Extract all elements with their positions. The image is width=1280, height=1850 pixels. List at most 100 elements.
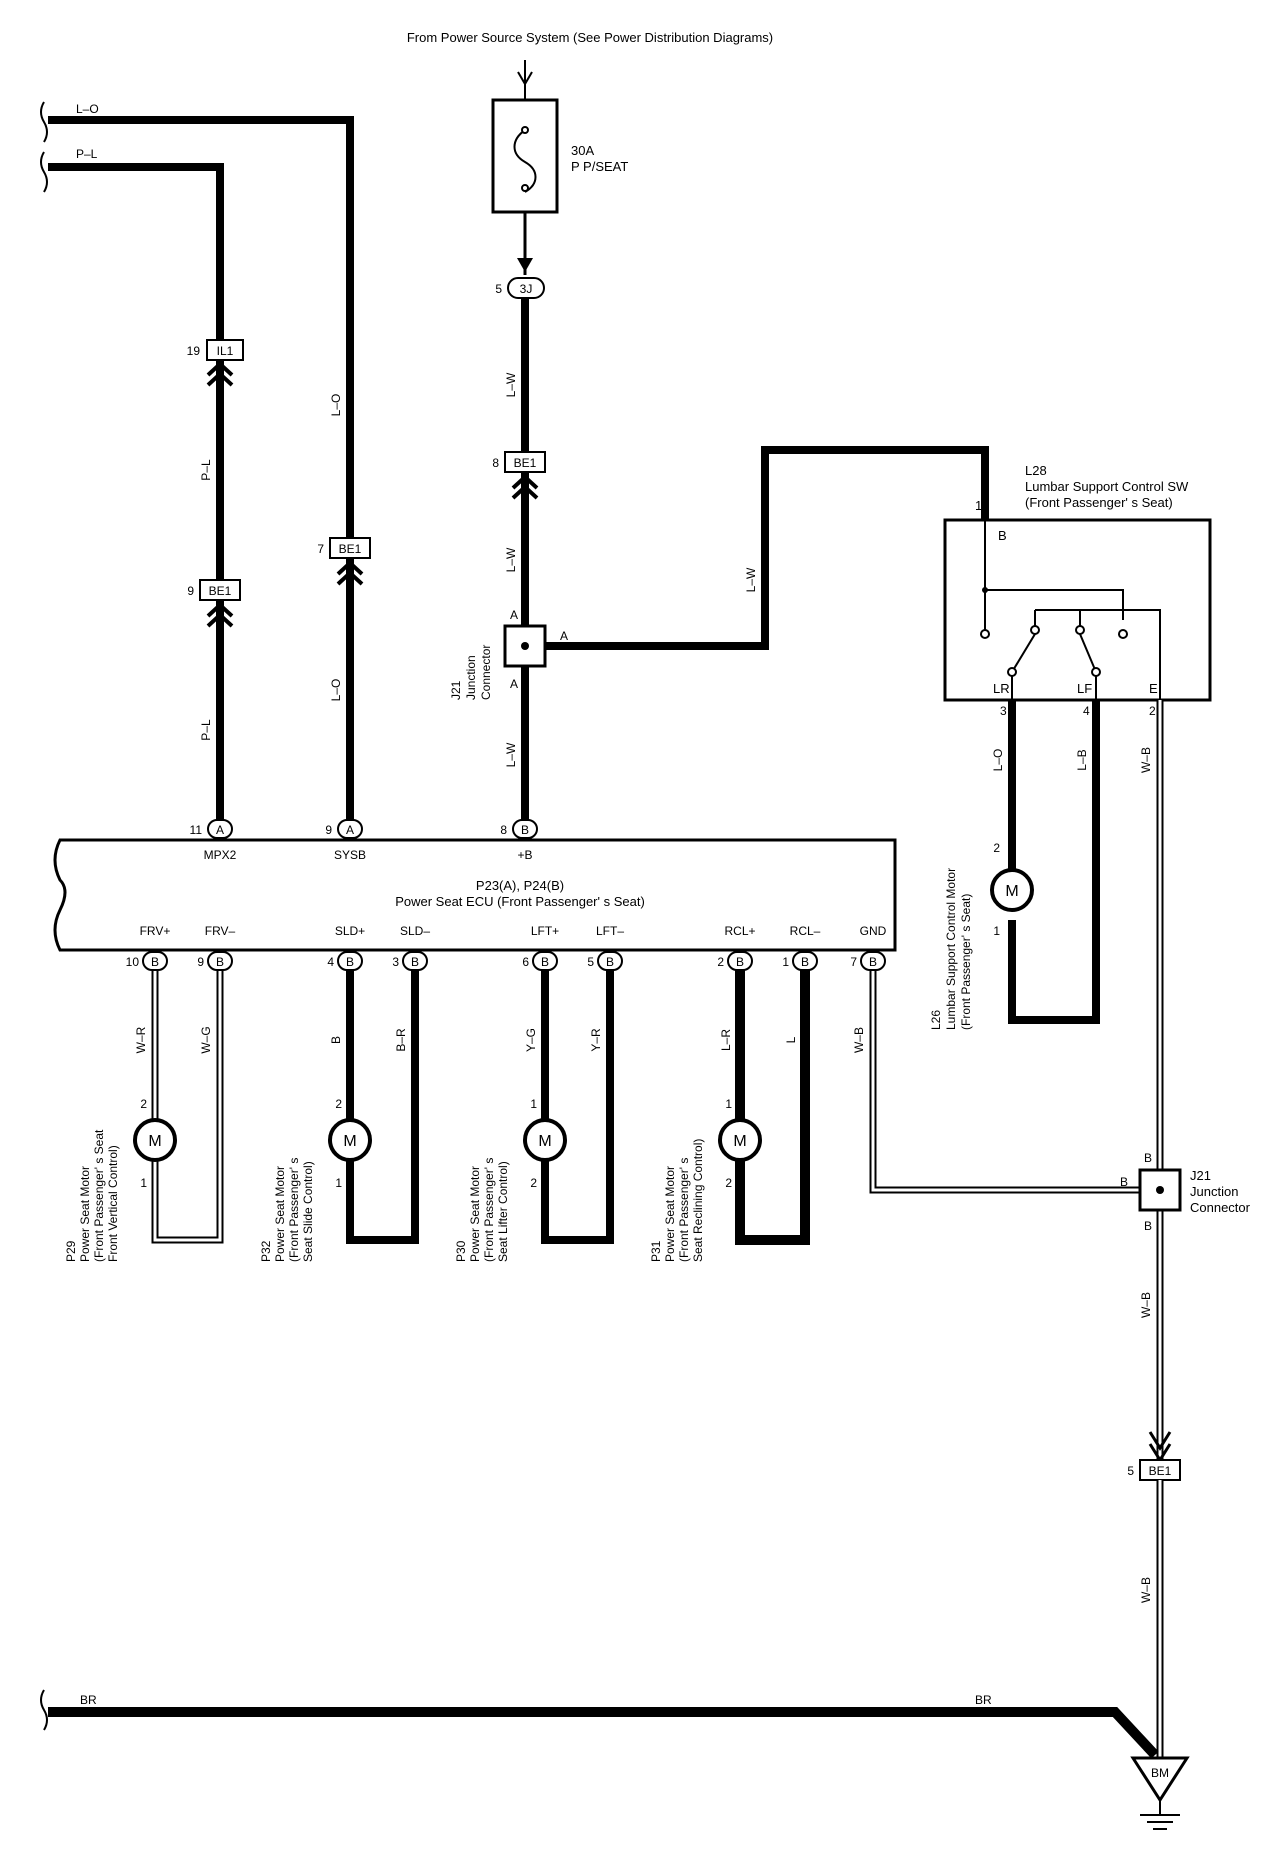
connector-il1-pin: 19	[187, 344, 201, 358]
wire-label-wg: W–G	[199, 1026, 213, 1053]
pin-conn: B	[606, 955, 614, 969]
j21-top-id: J21	[449, 680, 463, 700]
wire-label-wb-gnd: W–B	[852, 1027, 866, 1053]
fuse-p-pseat: 30A P P/SEAT	[491, 98, 628, 214]
ecu-bottom-pin-frv-: FRV–B9	[197, 924, 236, 971]
motor-pin-a: 2	[335, 1097, 342, 1111]
j21-bottom-name2: Connector	[1190, 1200, 1251, 1215]
wire-label-lo-lumbar: L–O	[991, 749, 1005, 772]
motor-l26-pin-a: 2	[993, 841, 1000, 855]
wire-label-br-1: BR	[80, 1693, 97, 1707]
ecu-subtitle: Power Seat ECU (Front Passenger' s Seat)	[395, 894, 645, 909]
j21-bottom-name: Junction	[1190, 1184, 1238, 1199]
motor-label-2: (Front Passenger' s	[482, 1158, 496, 1262]
motor-pin-a: 2	[140, 1097, 147, 1111]
wire-label-wb-1: W–B	[1139, 747, 1153, 773]
wires-p30	[541, 962, 614, 1244]
switch-pin-e: 2	[1149, 704, 1156, 718]
pin-num: 9	[197, 955, 204, 969]
motor-id: P32	[259, 1240, 273, 1262]
pin-conn: A	[346, 823, 354, 837]
wire-br: BR BR	[40, 1689, 1159, 1759]
pin-name: FRV+	[140, 924, 171, 938]
ecu-bottom-pin-frv-: FRV+B10	[126, 924, 171, 971]
j21-top-pin-a2: A	[510, 677, 518, 691]
motor-id: P30	[454, 1240, 468, 1262]
ecu-bottom-pin-sld-: SLD+B4	[327, 924, 365, 971]
break-mark-lo	[40, 101, 48, 143]
connector-be1-9: BE1 9	[187, 579, 241, 628]
connector-3j-id: 3J	[520, 282, 533, 296]
wire-label-br-2: BR	[975, 1693, 992, 1707]
pin-conn: B	[216, 955, 224, 969]
wire-label-lw-2: L–W	[504, 547, 518, 572]
connector-il1: IL1 19	[187, 339, 244, 387]
wire-lw-switch	[525, 446, 989, 650]
j21-top-pin-a3: A	[560, 629, 568, 643]
wire-label-wr: W–R	[134, 1026, 148, 1053]
connector-be1-8: BE1 8	[492, 451, 546, 500]
wire-label-lr: L–R	[719, 1029, 733, 1051]
pin-name: SLD–	[400, 924, 430, 938]
motor-pin-b: 1	[335, 1176, 342, 1190]
connector-be1-5: BE1 5	[1127, 1459, 1181, 1481]
ecu-top-pin-mpx2: A 11 MPX2	[190, 819, 237, 862]
connector-be1-5-pin: 5	[1127, 1464, 1134, 1478]
connector-be1-7-id: BE1	[339, 542, 362, 556]
wire-label-l: L	[784, 1036, 798, 1043]
motor-label-3: Front Vertical Control)	[106, 1145, 120, 1262]
ground-id: BM	[1151, 1766, 1169, 1780]
fuse-element	[513, 129, 537, 193]
motor-pin-b: 1	[140, 1176, 147, 1190]
pin-conn: B	[521, 823, 529, 837]
wire-label-pl-1: P–L	[199, 459, 213, 481]
motor-label-1: Power Seat Motor	[273, 1166, 287, 1262]
motor-l26-symbol: M	[1005, 883, 1018, 900]
ecu-bottom-pin-rcl-: RCL–B1	[782, 924, 821, 971]
pin-conn: B	[411, 955, 419, 969]
motor-label-2: (Front Passenger' s	[287, 1158, 301, 1262]
pin-name: LFT–	[596, 924, 624, 938]
connector-be1-9-pin: 9	[187, 584, 194, 598]
pin-num: 2	[717, 955, 724, 969]
fuse-name: P P/SEAT	[571, 159, 628, 174]
ecu-top-pin-sysb: A 9 SYSB	[325, 819, 366, 862]
motor-label-2: (Front Passenger' s Seat	[92, 1129, 106, 1262]
pin-conn: B	[801, 955, 809, 969]
motor-l26-l2: (Front Passenger' s Seat)	[959, 894, 973, 1030]
pin-conn: A	[216, 823, 224, 837]
pin-name: LFT+	[531, 924, 559, 938]
wire-lb-lumbar	[1008, 700, 1100, 1024]
motor-pin-a: 1	[725, 1097, 732, 1111]
motor-label-1: Power Seat Motor	[663, 1166, 677, 1262]
pin-num: 5	[587, 955, 594, 969]
j21-bottom-pin-b1: B	[1144, 1151, 1152, 1165]
junction-j21-bottom: B B B J21 Junction Connector	[1120, 1151, 1251, 1233]
motor-label-3: Seat Lifter Control)	[496, 1161, 510, 1262]
wire-label-lw-3: L–W	[504, 742, 518, 767]
wire-label-wb-2: W–B	[1139, 1292, 1153, 1318]
pin-num: 6	[522, 955, 529, 969]
switch-sub: (Front Passenger' s Seat)	[1025, 495, 1173, 510]
pin-name: GND	[860, 924, 887, 938]
motor-pin-b: 2	[530, 1176, 537, 1190]
switch-pin-lr: 3	[1000, 704, 1007, 718]
connector-3j: 3J 5	[495, 277, 545, 299]
connector-be1-7-pin: 7	[317, 542, 324, 556]
connector-be1-5-id: BE1	[1149, 1464, 1172, 1478]
pin-num: 3	[392, 955, 399, 969]
j21-top-name-1: Junction	[464, 655, 478, 700]
motor-label-2: (Front Passenger' s	[677, 1158, 691, 1262]
j21-bottom-pin-b2: B	[1120, 1175, 1128, 1189]
break-mark-pl	[40, 151, 48, 193]
pin-name: +B	[517, 848, 532, 862]
connector-3j-pin: 5	[495, 282, 502, 296]
motor-l26-id: L26	[929, 1010, 943, 1030]
ecu-title: P23(A), P24(B)	[476, 878, 564, 893]
motor-symbol: M	[538, 1133, 551, 1150]
